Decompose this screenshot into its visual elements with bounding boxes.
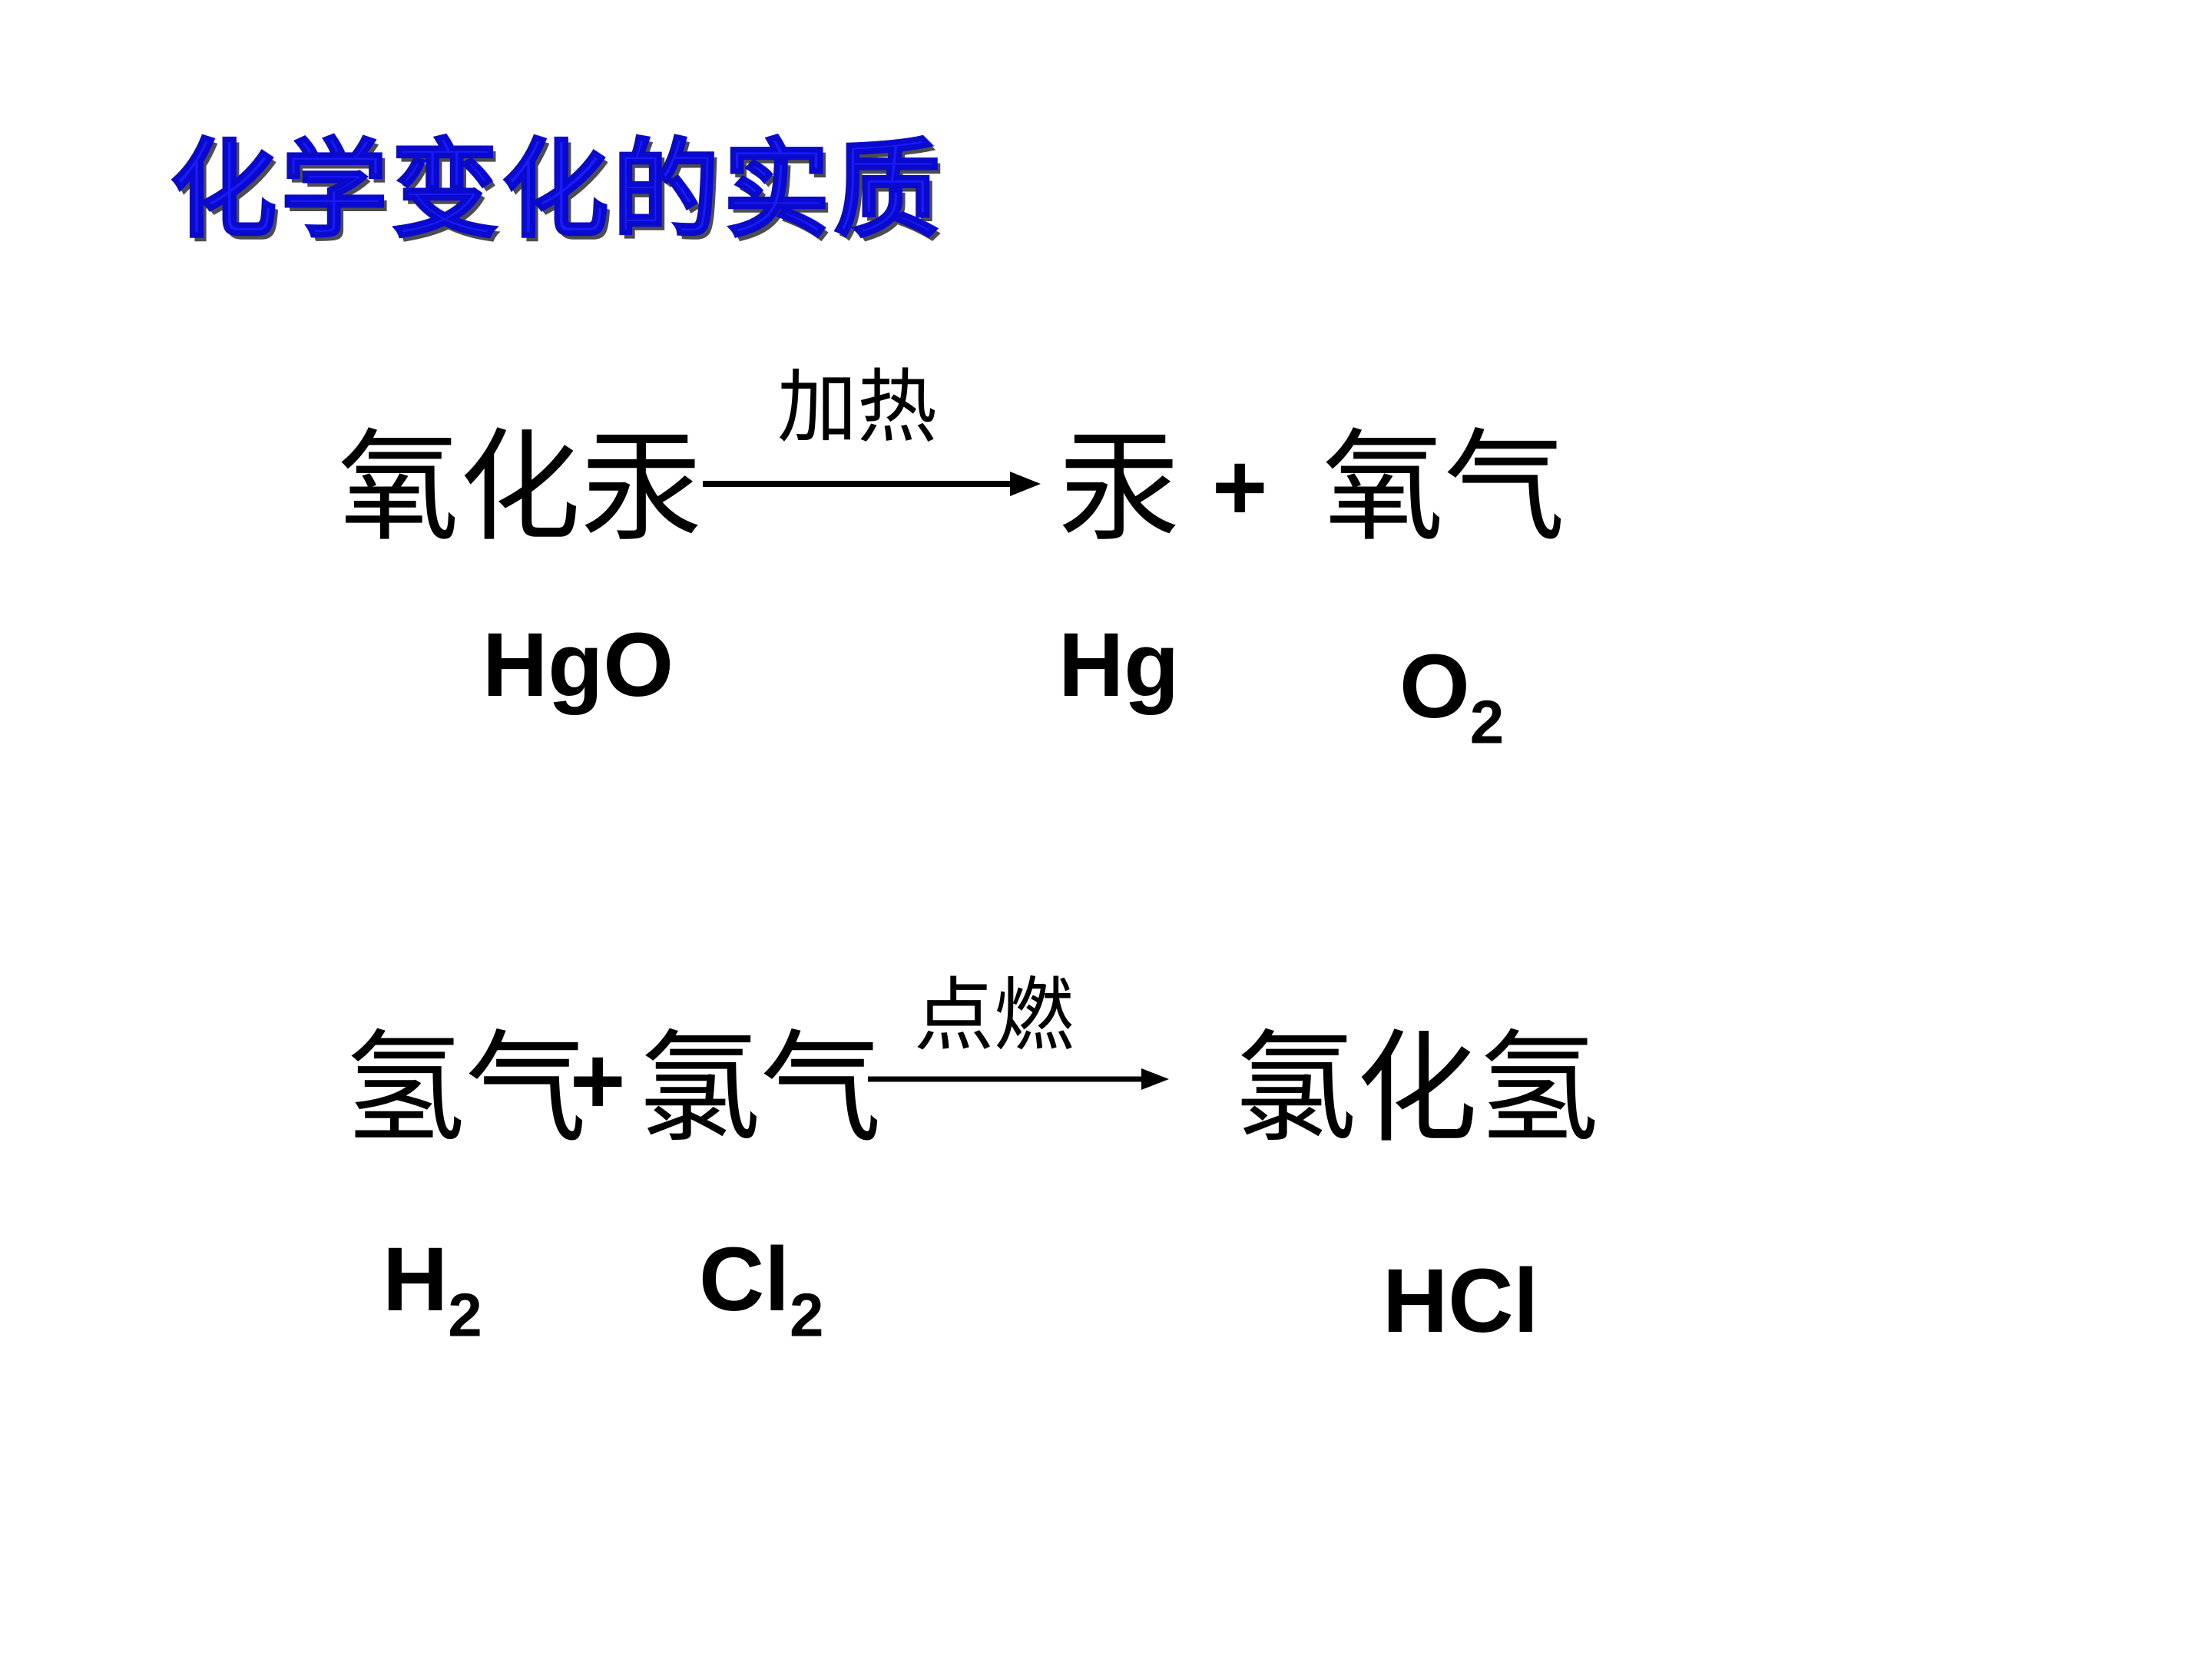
reaction1-product-oxygen: 氧气: [1323, 417, 1565, 558]
reaction2-plus-sign: +: [570, 1028, 626, 1134]
formula-subscript: 2: [448, 1280, 482, 1349]
reaction1-formula-reactant: HgO: [482, 614, 674, 716]
reaction1-formula-oxygen: O2: [1399, 633, 1504, 753]
formula-base: O: [1399, 636, 1470, 737]
reaction2-formula-product: HCl: [1382, 1250, 1539, 1352]
reaction1-product-mercury: 汞: [1058, 417, 1180, 558]
formula-base: Cl: [699, 1229, 790, 1330]
reaction1-plus-sign: +: [1212, 435, 1268, 541]
reaction1-arrow: [703, 472, 1041, 496]
reaction2-arrow: [868, 1068, 1169, 1090]
slide-title: 化学变化的实质: [169, 127, 945, 253]
reaction1-formula-mercury: Hg: [1058, 614, 1180, 716]
formula-subscript: 2: [790, 1280, 824, 1349]
reaction2-condition: 点燃: [914, 969, 1075, 1062]
reaction2-product: 氯化氢: [1235, 1018, 1599, 1160]
formula-subscript: 2: [1469, 687, 1505, 757]
reaction2-reactant-chlorine: 氯气: [639, 1018, 882, 1160]
reaction1-reactant: 氧化汞: [338, 417, 702, 558]
reaction1-condition: 加热: [777, 360, 938, 454]
formula-base: H: [382, 1229, 449, 1330]
reaction2-formula-chlorine: Cl2: [699, 1226, 824, 1346]
reaction2-reactant-hydrogen: 氢气: [344, 1018, 587, 1160]
reaction2-formula-hydrogen: H2: [382, 1226, 482, 1346]
